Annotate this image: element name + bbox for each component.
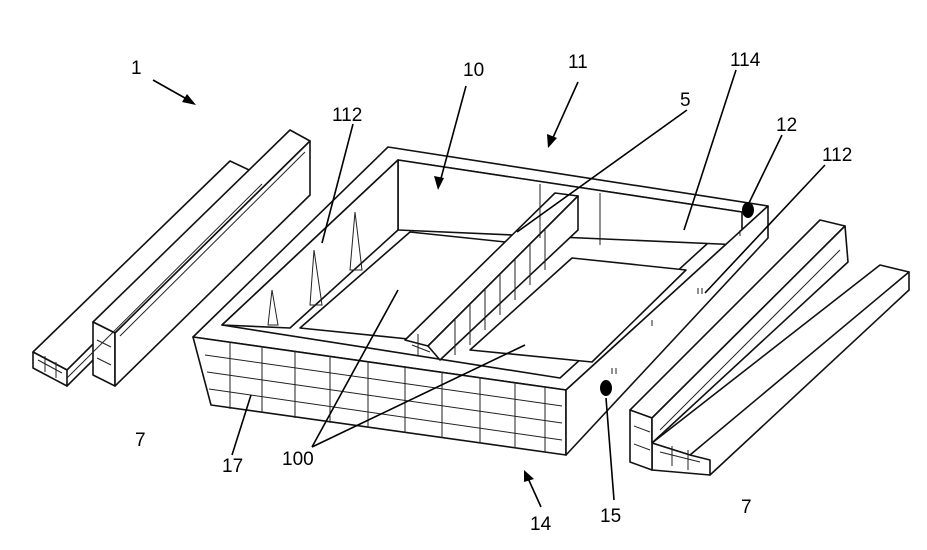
label-ref-114: 114	[730, 50, 761, 71]
label-ref-112-left: 112	[332, 105, 362, 126]
label-ref-11: 11	[568, 52, 588, 73]
label-ref-1: 1	[131, 58, 142, 79]
label-ref-112-right: 112	[822, 145, 852, 166]
label-ref-7-right: 7	[741, 497, 752, 518]
label-ref-5: 5	[680, 90, 691, 111]
label-ref-7-left: 7	[135, 430, 146, 451]
label-ref-100: 100	[282, 449, 314, 470]
label-ref-17: 17	[222, 456, 243, 477]
corner-marker-15	[600, 380, 612, 396]
label-ref-12: 12	[776, 115, 797, 136]
label-ref-15: 15	[600, 506, 621, 527]
label-ref-10: 10	[463, 60, 484, 81]
label-ref-14: 14	[530, 514, 552, 535]
